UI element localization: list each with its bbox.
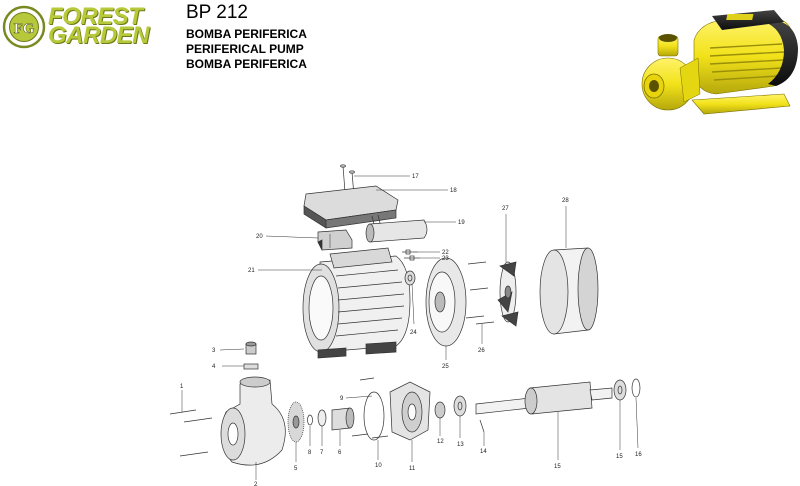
callout-24: 24	[410, 330, 417, 336]
part-6-7-8-seals	[307, 407, 355, 431]
part-9-10-ring	[351, 377, 389, 441]
callout-13: 13	[457, 442, 464, 448]
part-28-fan-cover	[539, 247, 599, 335]
callout-19: 19	[458, 220, 465, 226]
model-number: BP 212	[186, 2, 248, 23]
callout-7: 7	[320, 450, 324, 456]
callout-23: 23	[442, 256, 449, 262]
part-24-bearing	[404, 270, 416, 286]
callout-1: 1	[180, 384, 184, 390]
part-14-key	[479, 419, 485, 433]
pump-photo-icon	[641, 10, 798, 115]
callout-25: 25	[442, 364, 449, 370]
callout-26: 26	[478, 348, 485, 354]
callout-20: 20	[256, 234, 263, 240]
part-27-fan	[497, 261, 519, 327]
callout-5: 5	[294, 466, 298, 472]
part-26-screws	[465, 261, 495, 325]
part-3-plug	[245, 341, 257, 355]
callout-2: 2	[254, 482, 258, 486]
part-21-motor-housing	[302, 247, 411, 359]
callout-15-rotor: 15	[554, 464, 561, 470]
part-1-bolts	[169, 409, 213, 457]
part-20-terminal-block	[317, 229, 353, 251]
callout-11: 11	[409, 466, 416, 472]
part-15-rotor-shaft	[475, 381, 613, 415]
callout-27: 27	[502, 206, 509, 212]
title-line-3: BOMBA PERIFERICA	[186, 57, 307, 71]
part-2-pump-body	[220, 376, 286, 466]
part-22-23-small-screws	[402, 249, 420, 261]
part-18-terminal-cover	[303, 185, 399, 229]
callout-14: 14	[480, 449, 487, 455]
brand-name-forest: FOREST	[48, 3, 143, 30]
brand-logo: FG	[2, 5, 46, 49]
part-4-plug	[243, 363, 259, 370]
part-11-bracket	[389, 381, 431, 441]
callout-21: 21	[248, 268, 255, 274]
callout-9: 9	[340, 396, 344, 402]
callout-8: 8	[308, 450, 312, 456]
callout-17: 17	[412, 174, 419, 180]
part-19-capacitor	[365, 214, 428, 243]
callout-10: 10	[375, 463, 382, 469]
title-line-1: BOMBA PERIFERICA	[186, 27, 307, 41]
part-25-end-shield	[425, 257, 467, 347]
logo-emblem-text: FG	[14, 21, 35, 37]
title-line-2: PERIFERICAL PUMP	[186, 42, 304, 56]
callout-4: 4	[212, 364, 216, 370]
callout-28: 28	[562, 198, 569, 204]
callout-3: 3	[212, 348, 216, 354]
callout-15-rear: 15	[616, 454, 623, 460]
part-12-13-bearings	[434, 395, 467, 419]
callout-6: 6	[338, 450, 342, 456]
callout-18: 18	[450, 188, 457, 194]
part-5-impeller	[287, 401, 305, 443]
callout-12: 12	[437, 439, 444, 445]
callout-16: 16	[635, 452, 642, 458]
callout-22: 22	[442, 250, 449, 256]
part-13-16-rear-bearing	[613, 378, 641, 401]
brand-name-garden: GARDEN	[48, 22, 150, 49]
